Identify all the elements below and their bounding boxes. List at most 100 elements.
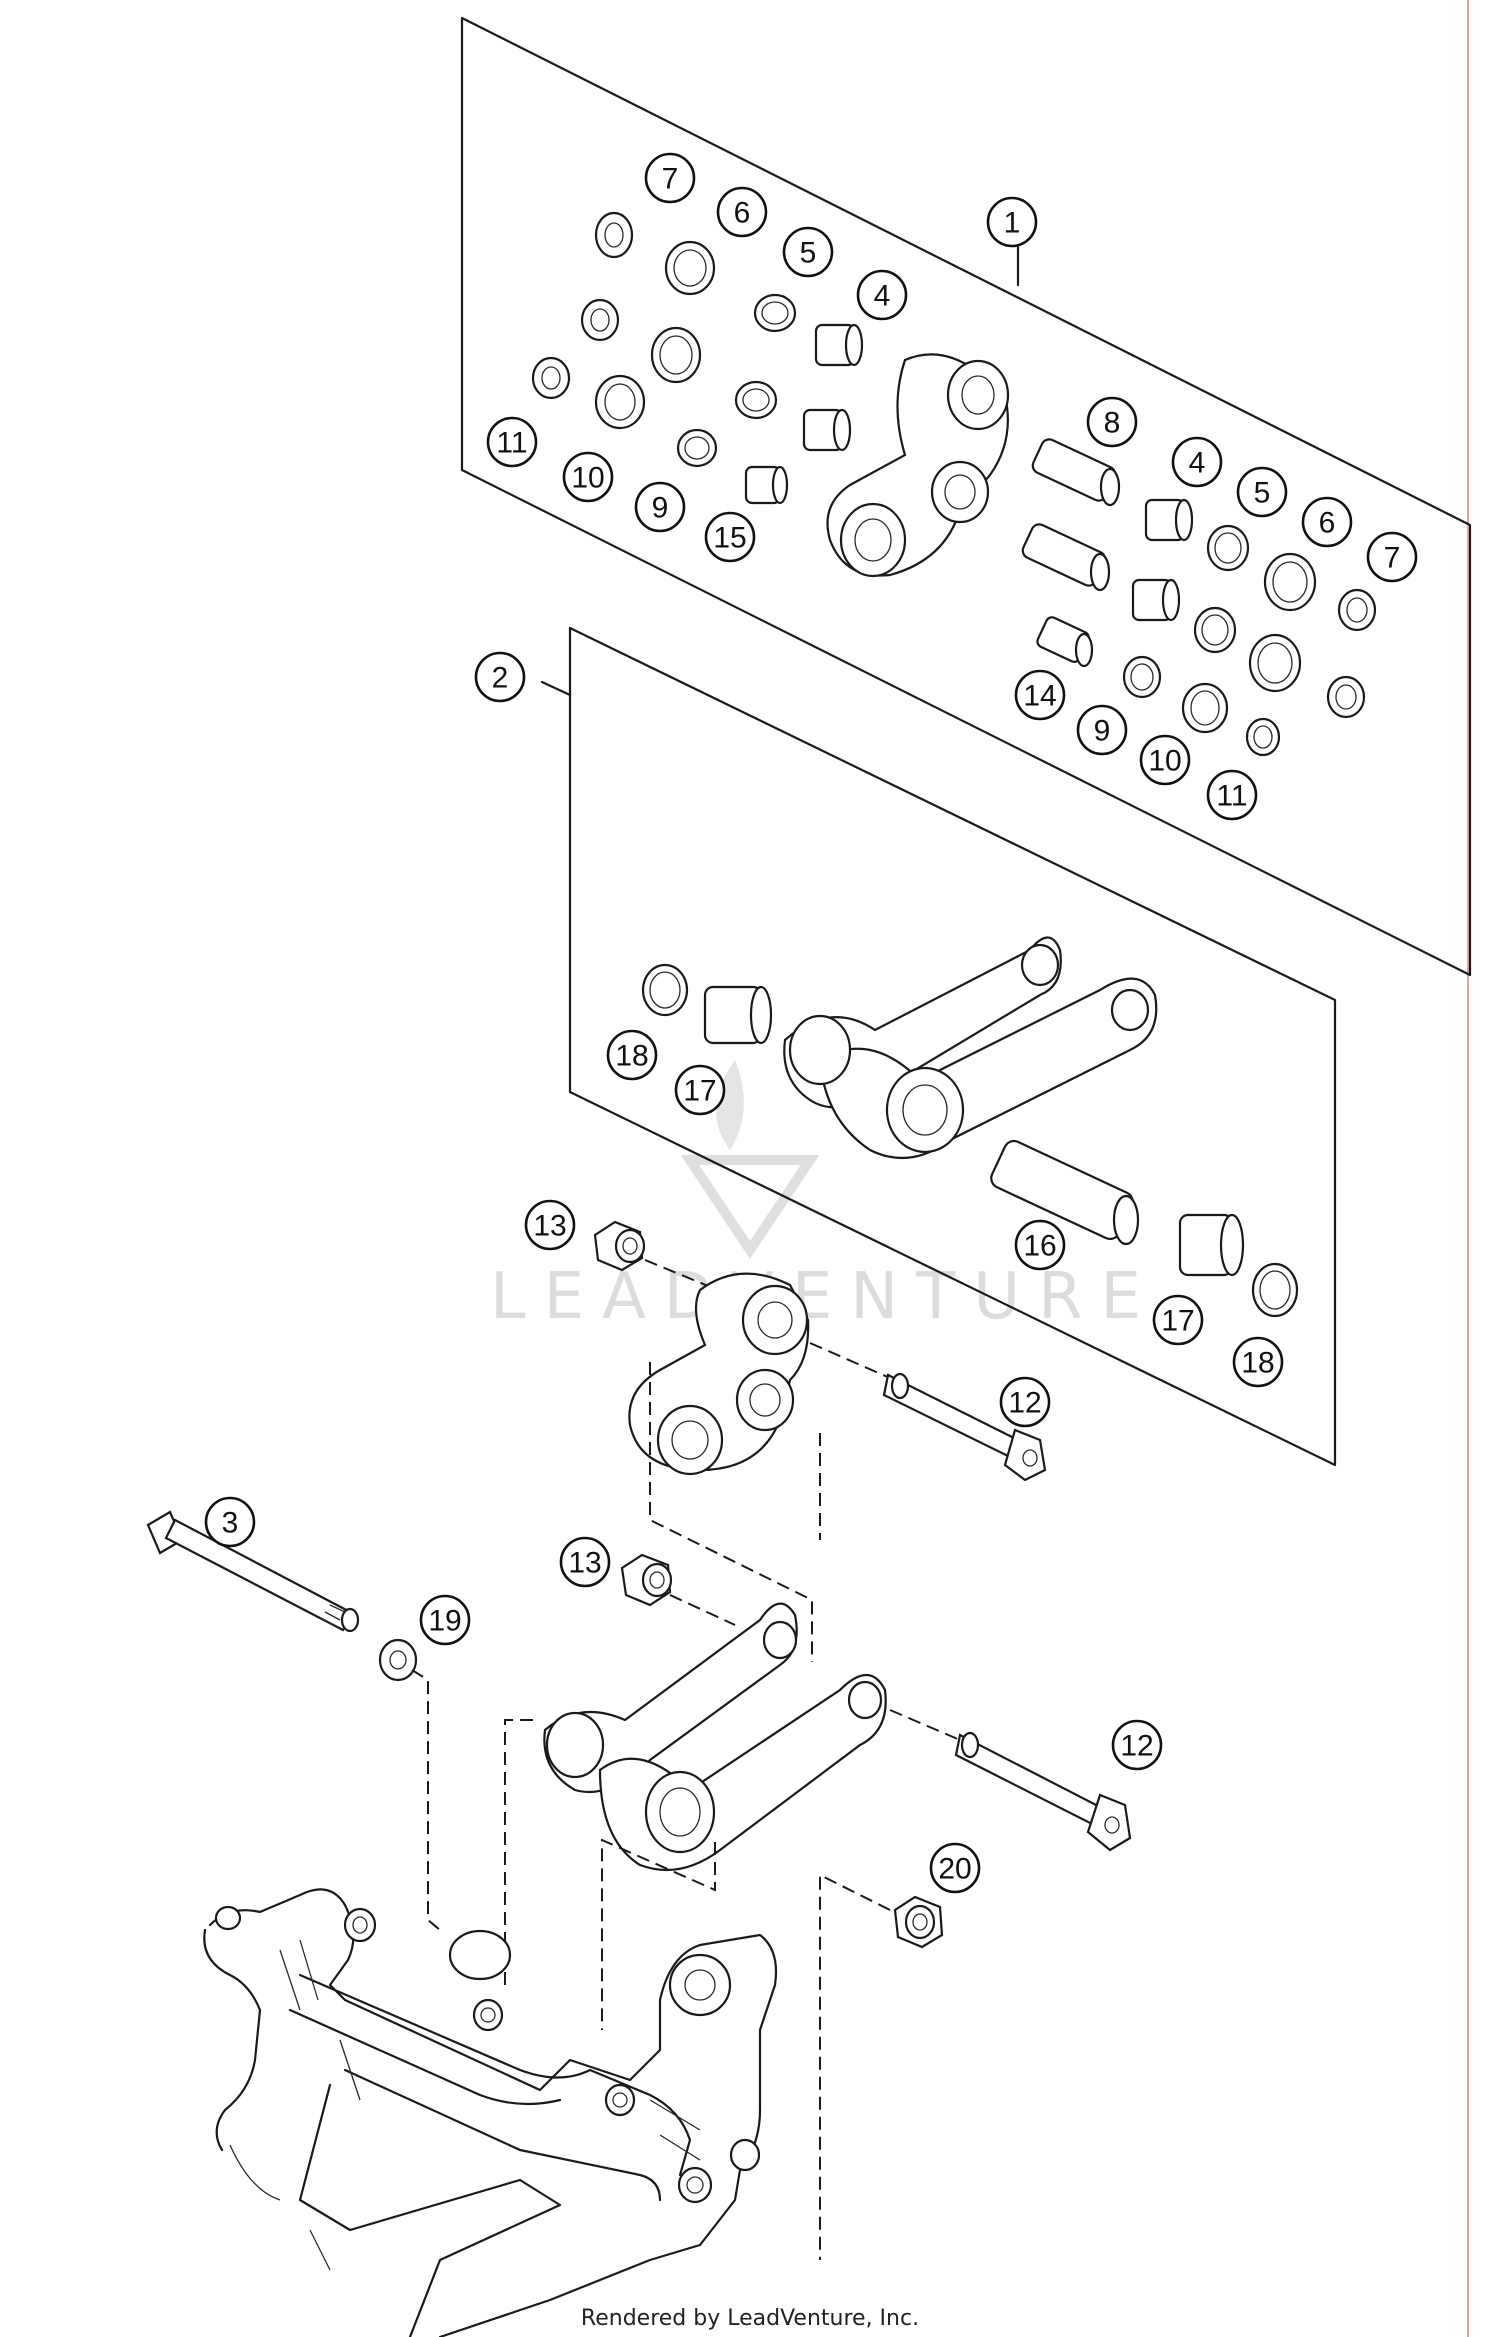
assembly-rocker: [628, 1272, 810, 1476]
callout-circle: [1301, 496, 1353, 548]
callout-circle: [204, 1496, 256, 1548]
kit-1-left-rings: [531, 211, 864, 505]
callout-18: 18: [606, 1029, 658, 1081]
leadventure-watermark: LEADVENTURE: [490, 1060, 1159, 1334]
callout-12: 12: [1111, 1719, 1163, 1771]
callout-15: 15: [704, 511, 756, 563]
footer-credit: Rendered by LeadVenture, Inc.: [580, 2306, 920, 2331]
callout-number: 15: [713, 522, 746, 555]
kit-1-outline: [460, 16, 1472, 977]
callout-number: 10: [1148, 745, 1181, 778]
callout-8: 8: [1086, 396, 1138, 448]
callout-12: 12: [999, 1376, 1051, 1428]
assembly-pull-rods: [504, 1602, 961, 2030]
callout-circle: [562, 451, 614, 503]
callout-circle: [999, 1376, 1051, 1428]
callout-circle: [716, 186, 768, 238]
callout-number: 4: [1189, 447, 1206, 480]
callout-number: 17: [1161, 1305, 1194, 1338]
callout-number: 6: [734, 197, 751, 230]
callout-circle: [1111, 1719, 1163, 1771]
callout-circle: [1139, 734, 1191, 786]
assembly-rocker-dashes: [649, 1342, 891, 1662]
callout-circle: [674, 1064, 726, 1116]
callout-circle: [1232, 1336, 1284, 1388]
callout-number: 6: [1319, 507, 1336, 540]
callout-circle: [559, 1536, 611, 1588]
callout-number: 17: [683, 1075, 716, 1108]
callout-number: 9: [1094, 715, 1111, 748]
callout-number: 13: [533, 1210, 566, 1243]
callout-circle: [929, 1842, 981, 1894]
callout-circle: [486, 416, 538, 468]
callout-number: 18: [615, 1040, 648, 1073]
callout-11: 11: [486, 416, 538, 468]
callout-number: 20: [938, 1853, 971, 1886]
callout-number: 5: [1254, 477, 1271, 510]
callout-6: 6: [716, 186, 768, 238]
callout-circle: [1236, 466, 1288, 518]
callout-number: 12: [1008, 1387, 1041, 1420]
kit-2-outline: [540, 626, 1337, 1467]
callout-number: 11: [1216, 780, 1247, 813]
callout-circle: [474, 651, 526, 703]
callout-18: 18: [1232, 1336, 1284, 1388]
callout-number: 2: [492, 662, 509, 695]
assembly-bolt-3: [146, 1510, 360, 1633]
callout-5: 5: [782, 226, 834, 278]
callout-17: 17: [1152, 1294, 1204, 1346]
callout-circle: [419, 1594, 471, 1646]
callout-circle: [704, 511, 756, 563]
callout-number: 14: [1023, 680, 1056, 713]
callout-circle: [1171, 436, 1223, 488]
callout-number: 7: [662, 163, 679, 196]
callout-number: 13: [568, 1547, 601, 1580]
callout-circle: [1152, 1294, 1204, 1346]
callout-17: 17: [674, 1064, 726, 1116]
callout-circle: [606, 1029, 658, 1081]
kit-1-right-parts: [1021, 438, 1377, 757]
callout-6: 6: [1301, 496, 1353, 548]
callout-4: 4: [1171, 436, 1223, 488]
callout-circle: [782, 226, 834, 278]
callout-1: 1: [986, 196, 1038, 248]
callout-circle: [1014, 669, 1066, 721]
callout-number: 19: [428, 1605, 461, 1638]
callout-number: 3: [222, 1507, 239, 1540]
assembly-bolt-12-bottom: [954, 1731, 1132, 1852]
callout-16: 16: [1014, 1219, 1066, 1271]
callout-circle: [856, 269, 908, 321]
callout-number: 10: [571, 462, 604, 495]
callout-14: 14: [1014, 669, 1066, 721]
callout-10: 10: [1139, 734, 1191, 786]
callout-circle: [1206, 769, 1258, 821]
watermark-text: LEADVENTURE: [490, 1260, 1159, 1334]
callout-number: 9: [652, 492, 669, 525]
callout-2: 2: [474, 651, 526, 703]
callout-circle: [524, 1199, 576, 1251]
callout-circle: [1366, 531, 1418, 583]
motorcycle-frame: [203, 1888, 778, 2337]
kit-2-parts: [641, 936, 1299, 1318]
callouts: 7654111109158456714910112181716171813123…: [204, 152, 1418, 1894]
callout-number: 1: [1004, 207, 1021, 240]
callout-3: 3: [204, 1496, 256, 1548]
callout-9: 9: [1076, 704, 1128, 756]
callout-circle: [634, 481, 686, 533]
callout-13: 13: [559, 1536, 611, 1588]
callout-circle: [1076, 704, 1128, 756]
callout-5: 5: [1236, 466, 1288, 518]
page-edge-line: [1467, 0, 1469, 2337]
callout-number: 18: [1241, 1347, 1274, 1380]
callout-7: 7: [644, 152, 696, 204]
assembly-nut-13-top: [593, 1220, 731, 1296]
callout-4: 4: [856, 269, 908, 321]
callout-20: 20: [929, 1842, 981, 1894]
callout-11: 11: [1206, 769, 1258, 821]
callout-7: 7: [1366, 531, 1418, 583]
assembly-nut-13-mid: [620, 1553, 736, 1626]
assembly-bolt-12-top: [882, 1372, 1047, 1482]
callout-circle: [1014, 1219, 1066, 1271]
callout-9: 9: [634, 481, 686, 533]
